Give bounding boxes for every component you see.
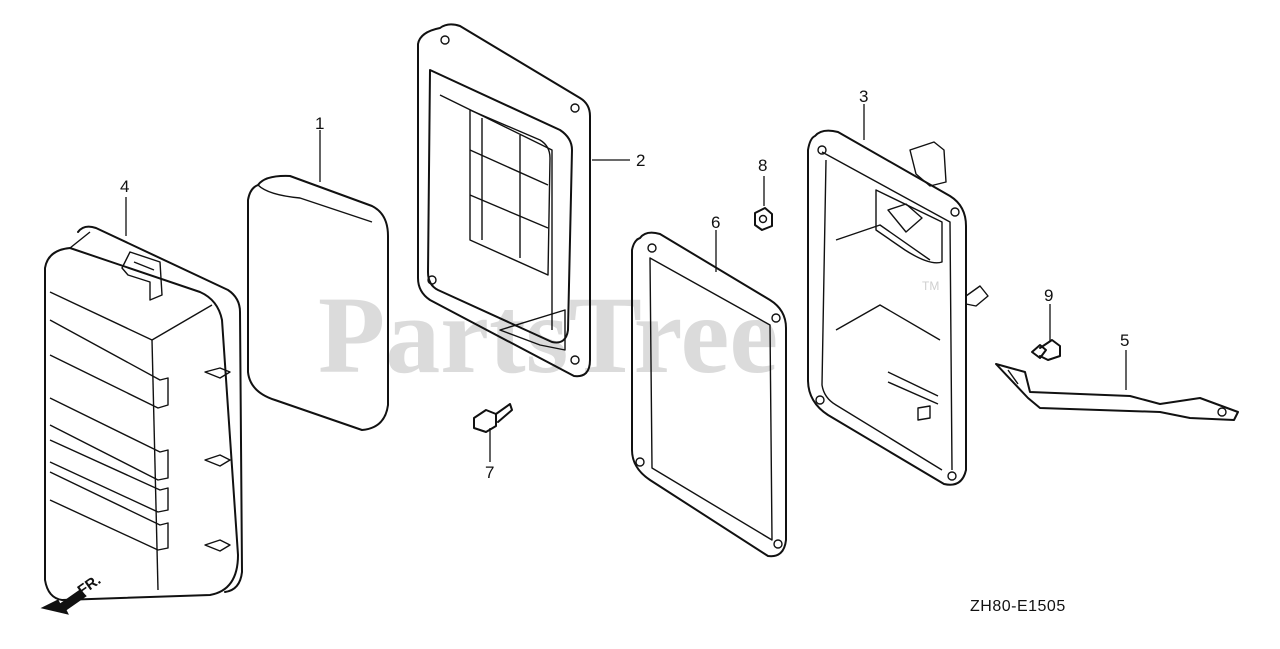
part-3-base-plate[interactable]: [807, 129, 989, 486]
callout-7[interactable]: 7: [485, 463, 494, 482]
watermark: PartsTree: [318, 274, 778, 396]
callout-9[interactable]: 9: [1044, 286, 1053, 305]
part-1-filter-element[interactable]: [247, 174, 389, 431]
callout-6[interactable]: 6: [711, 213, 720, 232]
part-5-bracket[interactable]: [995, 363, 1239, 421]
callout-4[interactable]: 4: [120, 177, 129, 196]
front-arrow-icon: [40, 589, 87, 615]
callout-2[interactable]: 2: [636, 151, 645, 170]
leader-lines: [125, 104, 1127, 462]
watermark-trademark: TM: [922, 279, 939, 293]
callout-5[interactable]: 5: [1120, 331, 1129, 350]
callout-1[interactable]: 1: [315, 114, 324, 133]
callout-8[interactable]: 8: [758, 156, 767, 175]
part-6-gasket[interactable]: [631, 231, 787, 558]
part-9-bolt[interactable]: [1031, 339, 1061, 361]
part-7-bolt[interactable]: [473, 403, 513, 433]
part-8-nut[interactable]: [754, 207, 773, 231]
callout-3[interactable]: 3: [859, 87, 868, 106]
part-4-air-cleaner-cover[interactable]: [44, 225, 243, 601]
part-2-air-cleaner-case[interactable]: [417, 23, 591, 378]
diagram-code: ZH80-E1505: [970, 598, 1066, 615]
front-direction-indicator: FR.: [40, 571, 104, 615]
